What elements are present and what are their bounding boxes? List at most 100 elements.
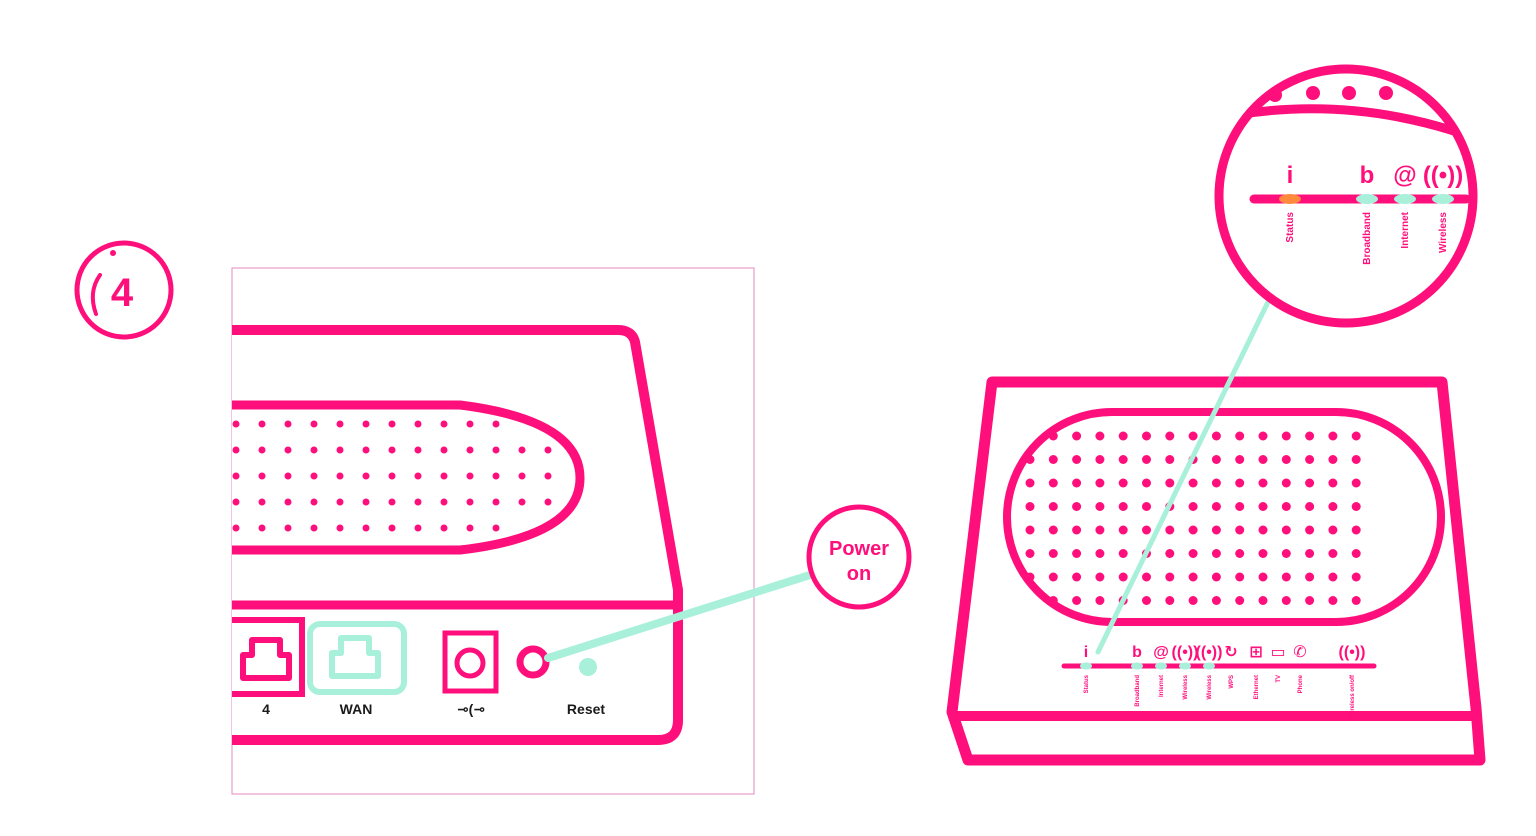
grille-dot bbox=[518, 472, 526, 480]
front-led-indicator bbox=[1131, 662, 1143, 670]
power-jack-frame bbox=[442, 630, 499, 694]
grille-dot bbox=[310, 524, 318, 532]
grille-dot bbox=[1305, 431, 1315, 441]
grille-dot bbox=[310, 446, 318, 454]
grille-dot bbox=[1165, 525, 1175, 535]
grille-dot bbox=[414, 446, 422, 454]
grille-dot bbox=[362, 524, 370, 532]
grille-dot bbox=[1328, 478, 1338, 488]
ethernet-port-4-frame bbox=[232, 617, 305, 697]
zoom-led-icon: i bbox=[1287, 162, 1294, 189]
front-led-label: Status bbox=[1084, 674, 1090, 693]
front-led-label: Internet bbox=[1159, 675, 1165, 697]
front-led-icon: ((•)) bbox=[1339, 644, 1366, 661]
grille-dot bbox=[1048, 502, 1058, 511]
grille-dot bbox=[1235, 572, 1245, 582]
grille-dot bbox=[1305, 478, 1315, 488]
grille-dot bbox=[258, 524, 266, 532]
power-callout-line1: Power bbox=[829, 538, 889, 560]
grille-dot bbox=[1305, 596, 1315, 605]
grille-dot bbox=[1142, 478, 1151, 488]
port-label-power: ⊸(⊸ bbox=[457, 701, 485, 717]
grille-dot bbox=[492, 472, 500, 480]
zoom-led-indicator bbox=[1356, 194, 1378, 204]
grille-dot bbox=[1305, 455, 1315, 464]
grille-dot bbox=[1281, 502, 1291, 511]
front-led-label: Wireless on/off bbox=[1350, 674, 1356, 718]
grille-dot bbox=[1258, 525, 1268, 535]
grille-dot bbox=[1305, 525, 1315, 535]
grille-dot bbox=[336, 498, 344, 506]
zoom-led-indicator bbox=[1394, 194, 1416, 204]
grille-dot bbox=[1235, 478, 1245, 488]
router-front-grille bbox=[1003, 408, 1445, 626]
zoom-led-label: Internet bbox=[1400, 211, 1411, 248]
grille-dot bbox=[466, 472, 474, 480]
grille-dot bbox=[388, 446, 396, 454]
grille-dot bbox=[388, 472, 396, 480]
grille-dot bbox=[1165, 572, 1175, 582]
power-callout-line2: on bbox=[847, 563, 871, 585]
grille-dot bbox=[1118, 431, 1128, 441]
power-jack-icon bbox=[454, 647, 486, 679]
front-led-icon: ▭ bbox=[1270, 644, 1285, 661]
front-led-icon: ((•)) bbox=[1172, 644, 1199, 661]
grille-dot bbox=[1328, 525, 1338, 535]
grille-dot bbox=[492, 498, 500, 506]
grille-dot bbox=[1048, 478, 1058, 488]
power-button-icon bbox=[516, 645, 550, 679]
grille-dot bbox=[1235, 525, 1245, 535]
grille-dot bbox=[1351, 525, 1361, 535]
grille-dot bbox=[310, 420, 318, 428]
grille-dot bbox=[1328, 596, 1338, 605]
step-badge-dot bbox=[110, 250, 116, 256]
front-led-label: Wireless bbox=[1183, 674, 1189, 699]
grille-dot bbox=[1188, 502, 1198, 511]
grille-dot bbox=[1142, 431, 1151, 441]
grille-dot bbox=[1072, 549, 1082, 558]
grille-dot bbox=[1258, 572, 1268, 582]
grille-dot bbox=[1305, 572, 1315, 582]
zoom-led-icon: @ bbox=[1393, 162, 1416, 189]
grille-dot bbox=[1165, 431, 1175, 441]
grille-dot bbox=[492, 524, 500, 532]
grille-dot bbox=[1351, 572, 1361, 582]
port-label-wan: WAN bbox=[340, 701, 373, 717]
grille-dot bbox=[1328, 502, 1338, 511]
grille-dot bbox=[414, 472, 422, 480]
grille-dot bbox=[1165, 549, 1175, 558]
grille-dot bbox=[258, 498, 266, 506]
step-badge-swoosh bbox=[90, 273, 102, 316]
grille-dot bbox=[1165, 455, 1175, 464]
grille-dot bbox=[232, 446, 240, 454]
grille-dot bbox=[1211, 596, 1221, 605]
grille-dot bbox=[492, 420, 500, 428]
grille-dot bbox=[1072, 431, 1082, 441]
zoom-connector-line bbox=[1095, 299, 1271, 655]
grille-dot bbox=[1351, 596, 1361, 605]
grille-dot bbox=[440, 524, 448, 532]
grille-dot bbox=[518, 446, 526, 454]
grille-dot bbox=[1188, 549, 1198, 558]
grille-dot bbox=[1165, 478, 1175, 488]
grille-dot bbox=[1258, 502, 1268, 511]
front-led-row: iStatusbBroadband@Internet((•))Wireless(… bbox=[1080, 644, 1365, 718]
grille-dot bbox=[1188, 431, 1198, 441]
grille-dot bbox=[336, 472, 344, 480]
grille-dot bbox=[1258, 455, 1268, 464]
grille-dot bbox=[1095, 502, 1105, 511]
step-number: 4 bbox=[111, 271, 134, 315]
grille-dot bbox=[1025, 525, 1035, 535]
port-label-4: 4 bbox=[262, 701, 270, 717]
grille-dot bbox=[1025, 455, 1035, 464]
zoom-led-icon: ((•)) bbox=[1423, 162, 1463, 189]
grille-dot bbox=[466, 498, 474, 506]
grille-dot bbox=[1118, 525, 1128, 535]
grille-dot bbox=[1351, 455, 1361, 464]
grille-dot bbox=[440, 446, 448, 454]
front-led-icon: ⊞ bbox=[1249, 644, 1262, 661]
front-led-icon: ↻ bbox=[1224, 644, 1237, 661]
grille-dot bbox=[1142, 502, 1151, 511]
grille-dot bbox=[1048, 572, 1058, 582]
grille-dot bbox=[1211, 572, 1221, 582]
